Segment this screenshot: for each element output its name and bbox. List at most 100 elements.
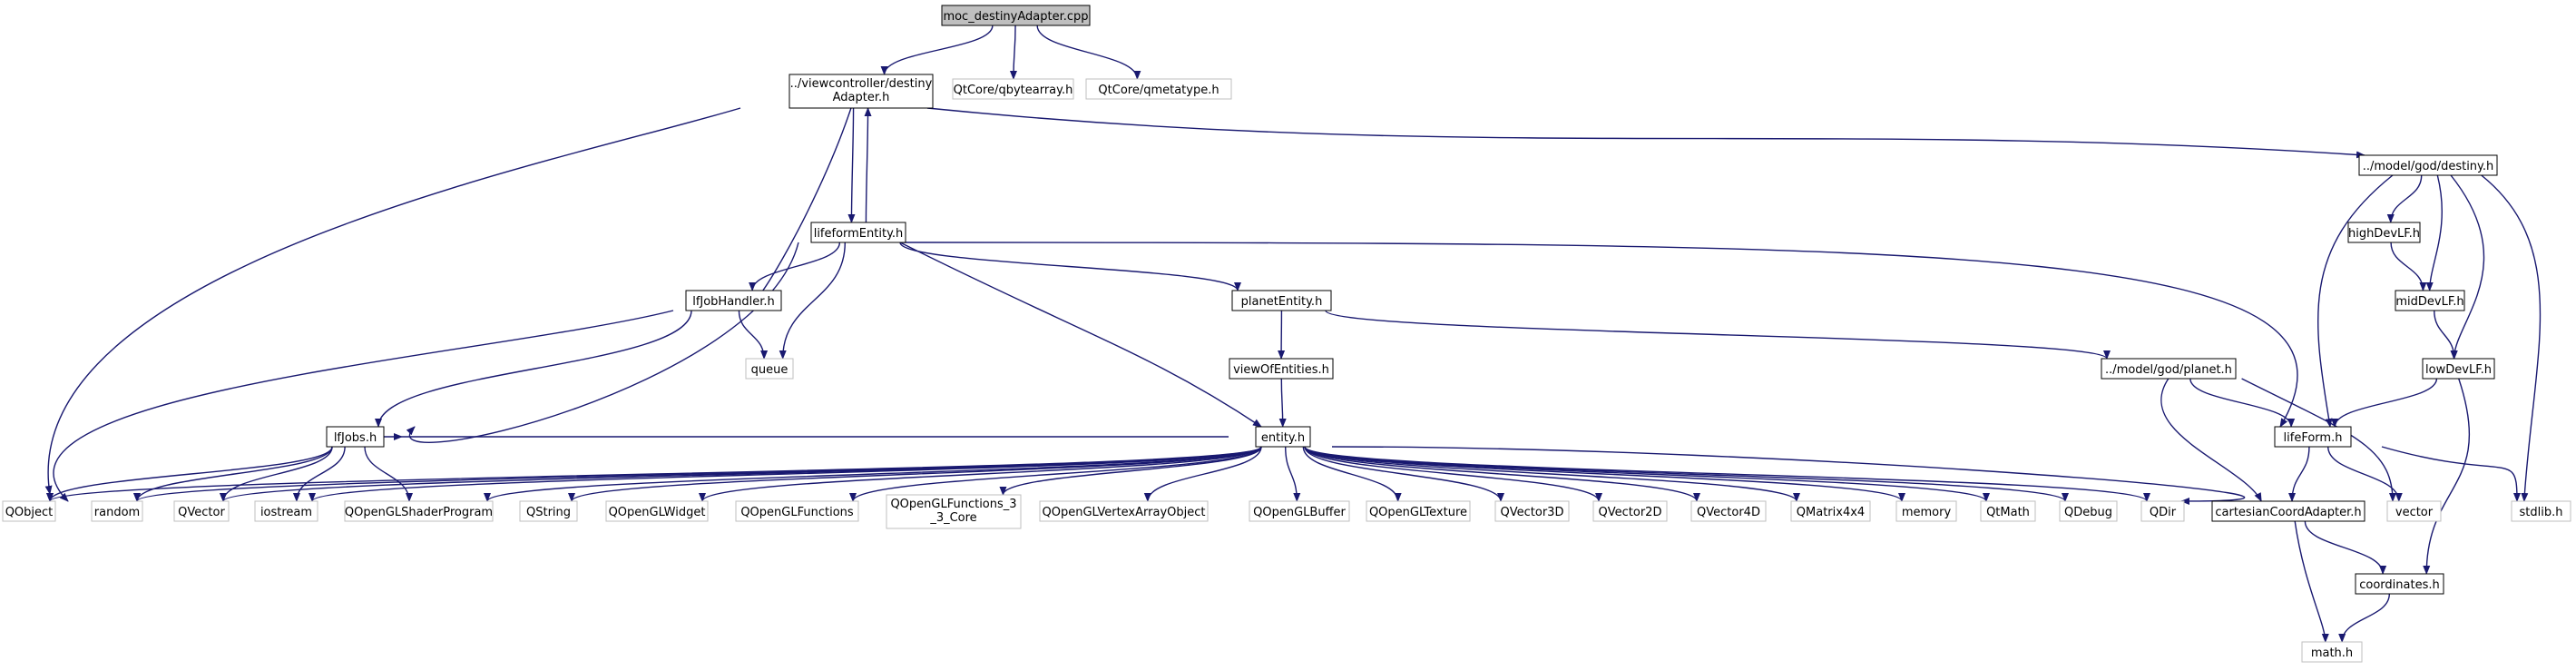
node-label: entity.h bbox=[1261, 431, 1305, 445]
node-label: viewOfEntities.h bbox=[1233, 363, 1329, 377]
node-box bbox=[344, 500, 494, 522]
node-stdlib: stdlib.h bbox=[2511, 500, 2571, 522]
node-QDir: QDir bbox=[2140, 500, 2185, 522]
node-QVector: QVector bbox=[173, 500, 230, 522]
node-moc[interactable]: moc_destinyAdapter.cpp bbox=[941, 5, 1091, 26]
node-box bbox=[2358, 154, 2498, 176]
node-box bbox=[2511, 500, 2571, 522]
node-lifeForm[interactable]: lifeForm.h bbox=[2274, 426, 2352, 448]
edge-entity-to-memory bbox=[1304, 446, 1905, 502]
node-QOpenGLWidget: QOpenGLWidget bbox=[605, 500, 709, 522]
node-box bbox=[1249, 500, 1350, 522]
node-entity[interactable]: entity.h bbox=[1255, 426, 1311, 448]
edge-entity-to-QOpenGLShaderProgram bbox=[484, 446, 1262, 502]
node-label: moc_destinyAdapter.cpp bbox=[943, 10, 1088, 24]
node-box bbox=[941, 5, 1091, 26]
node-planet[interactable]: ../model/god/planet.h bbox=[2101, 358, 2237, 380]
node-label: QObject bbox=[5, 506, 54, 519]
edge-moc-to-qmetatype bbox=[1036, 25, 1141, 80]
node-label: iostream bbox=[260, 506, 312, 519]
node-cartesian[interactable]: cartesianCoordAdapter.h bbox=[2211, 500, 2365, 522]
node-adapter[interactable]: ../viewcontroller/destinyAdapter.h bbox=[788, 74, 934, 109]
edge-lifeformEntity-to-planetEntity bbox=[899, 242, 1241, 291]
node-box bbox=[2274, 426, 2352, 448]
node-queue: queue bbox=[745, 358, 794, 380]
node-label: QtCore/qmetatype.h bbox=[1098, 84, 1219, 97]
node-box bbox=[2140, 500, 2185, 522]
node-QDebug: QDebug bbox=[2059, 500, 2118, 522]
node-label: memory bbox=[1902, 506, 1952, 519]
node-label: midDevLF.h bbox=[2395, 295, 2463, 309]
node-lowDevLF[interactable]: lowDevLF.h bbox=[2422, 358, 2495, 380]
node-label: stdlib.h bbox=[2520, 506, 2563, 519]
edge-entity-to-QDir bbox=[1304, 446, 2150, 502]
node-QOpenGLTexture: QOpenGLTexture bbox=[1366, 500, 1471, 522]
edge-entity-to-QOpenGLTexture bbox=[1302, 446, 1402, 502]
node-box bbox=[2395, 290, 2465, 311]
edge-lfJobHandler-to-QObject bbox=[53, 310, 674, 502]
edge-coordinates-to-math bbox=[2338, 593, 2391, 643]
node-qbytearray: QtCore/qbytearray.h bbox=[952, 78, 1074, 100]
edge-planet-to-vector bbox=[2241, 378, 2396, 502]
node-label: QOpenGLBuffer bbox=[1253, 506, 1346, 519]
edge-moc-to-adapter bbox=[880, 25, 994, 75]
node-destiny[interactable]: ../model/god/destiny.h bbox=[2358, 154, 2498, 176]
edge-midDevLF-to-lowDevLF bbox=[2434, 310, 2458, 360]
edge-entity-to-QOpenGLFunctions33 bbox=[999, 446, 1262, 496]
node-layer: moc_destinyAdapter.cpp ../viewcontroller/… bbox=[2, 5, 2571, 663]
node-viewOfEntities[interactable]: viewOfEntities.h bbox=[1229, 358, 1334, 380]
node-box bbox=[254, 500, 318, 522]
node-box bbox=[2211, 500, 2365, 522]
edge-adapter-to-lfJobHandler bbox=[746, 107, 852, 304]
node-QOpenGLBuffer: QOpenGLBuffer bbox=[1249, 500, 1350, 522]
node-label: QVector4D bbox=[1697, 506, 1760, 519]
node-midDevLF[interactable]: midDevLF.h bbox=[2395, 290, 2465, 311]
edge-lfJobs-to-QOpenGLShaderProgram bbox=[364, 446, 413, 502]
node-box bbox=[2059, 500, 2118, 522]
node-label: QOpenGLVertexArrayObject bbox=[1043, 506, 1206, 519]
edge-cartesian-to-coordinates bbox=[2304, 520, 2387, 575]
edge-lifeformEntity-to-adapter bbox=[864, 107, 872, 223]
node-lfJobs[interactable]: lfJobs.h bbox=[326, 426, 385, 448]
node-highDevLF[interactable]: highDevLF.h bbox=[2347, 222, 2421, 243]
edge-adapter-to-lifeformEntity bbox=[847, 107, 856, 223]
node-box bbox=[1039, 500, 1209, 522]
edge-lfJobs-to-QVector bbox=[220, 446, 333, 502]
node-label: ../model/god/planet.h bbox=[2105, 363, 2232, 377]
node-label: QtCore/qbytearray.h bbox=[954, 84, 1073, 97]
node-box bbox=[745, 358, 794, 380]
node-label: planetEntity.h bbox=[1241, 295, 1323, 309]
edge-lfJobs-to-QObject bbox=[46, 446, 333, 502]
edge-adapter-to-destiny bbox=[926, 107, 2365, 159]
edge-entity-to-QVector2D bbox=[1304, 446, 1602, 502]
node-QOpenGLFunctions: QOpenGLFunctions bbox=[735, 500, 859, 522]
node-iostream: iostream bbox=[254, 500, 318, 522]
node-label: math.h bbox=[2311, 646, 2353, 660]
node-label: QString bbox=[526, 506, 571, 519]
node-label: cartesianCoordAdapter.h bbox=[2215, 506, 2361, 519]
node-label: QDebug bbox=[2064, 506, 2112, 519]
node-label: random bbox=[94, 506, 140, 519]
node-memory: memory bbox=[1895, 500, 1957, 522]
node-lifeformEntity[interactable]: lifeformEntity.h bbox=[810, 222, 906, 243]
node-label: QVector2D bbox=[1599, 506, 1662, 519]
node-label: ../model/god/destiny.h bbox=[2363, 160, 2494, 173]
node-box bbox=[519, 500, 578, 522]
node-planetEntity[interactable]: planetEntity.h bbox=[1231, 290, 1332, 311]
edge-lifeForm-to-cartesian bbox=[2288, 446, 2310, 502]
node-label: QOpenGLFunctions bbox=[740, 506, 854, 519]
node-lfJobHandler[interactable]: lfJobHandler.h bbox=[685, 290, 782, 311]
node-box bbox=[326, 426, 385, 448]
edge-lifeformEntity-to-lfJobHandler bbox=[749, 242, 841, 291]
edge-lifeformEntity-to-entity bbox=[899, 242, 1262, 428]
node-label: ../viewcontroller/destiny bbox=[790, 77, 933, 91]
node-label: highDevLF.h bbox=[2348, 227, 2420, 241]
edge-entity-to-QOpenGLVertexArrayObject bbox=[1143, 446, 1262, 502]
edge-lifeformEntity-to-lfJobs bbox=[406, 242, 799, 443]
node-QOpenGLFunctions33: QOpenGLFunctions_3_3_Core bbox=[886, 494, 1022, 529]
node-label: QOpenGLShaderProgram bbox=[345, 506, 493, 519]
node-coordinates[interactable]: coordinates.h bbox=[2355, 573, 2444, 595]
node-label: QOpenGLTexture bbox=[1369, 506, 1467, 519]
edge-lifeForm-to-vector bbox=[2327, 446, 2403, 502]
node-box bbox=[1592, 500, 1668, 522]
